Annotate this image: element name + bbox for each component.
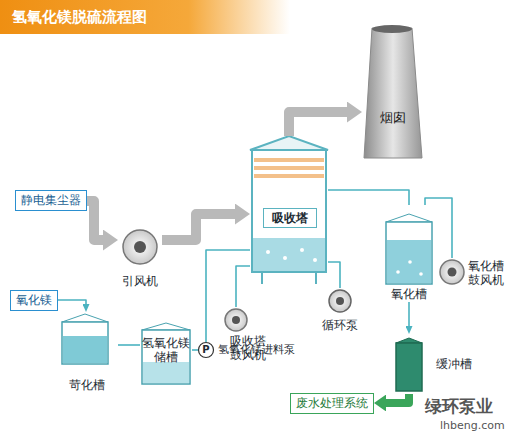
- packing: [254, 158, 324, 162]
- blower-hub: [232, 316, 240, 324]
- label-box: 静电集尘器: [15, 190, 87, 211]
- bubbles: [266, 248, 317, 262]
- connector: [289, 112, 347, 136]
- blower-node: 氧化槽 鼓风机: [440, 258, 512, 288]
- connector: [192, 349, 198, 351]
- node-text: P: [199, 343, 213, 357]
- connector: [58, 300, 86, 304]
- tank: [62, 322, 108, 364]
- fan-hub: [134, 241, 146, 253]
- blower-node: 吸收塔 鼓风机: [216, 307, 280, 373]
- tower-roof: [250, 136, 328, 150]
- node-text: 烟囱: [362, 111, 424, 125]
- connector: [87, 201, 103, 240]
- pump-hub: [336, 297, 344, 305]
- tank-liquid: [143, 362, 189, 383]
- tank-roof: [62, 314, 108, 322]
- tank-node: 氧化槽: [378, 205, 440, 302]
- node-text: 吸收塔 鼓风机: [228, 334, 268, 362]
- chimney-node: 烟囱: [362, 25, 424, 160]
- tower-leg: [315, 272, 317, 284]
- tank-liquid: [63, 336, 107, 363]
- tank-node: 氢氧化镁 储槽: [140, 322, 192, 386]
- title-banner: 氢氧化镁脱硫流程图: [0, 0, 290, 34]
- tower-liquid: [253, 238, 325, 271]
- blower: [225, 309, 247, 331]
- chimney-top: [372, 25, 412, 33]
- connector: [425, 198, 452, 258]
- tank-roof: [142, 323, 190, 330]
- node-text: 氧化槽 鼓风机: [466, 259, 506, 287]
- node-text: 氧化槽: [378, 287, 440, 301]
- absorber-tower: 吸收塔: [250, 136, 328, 275]
- pump-symbol: [199, 343, 214, 358]
- node-text: 静电集尘器: [21, 193, 81, 208]
- tower-body: [252, 150, 326, 272]
- node-text: 氢氧化镁 储槽: [140, 336, 192, 364]
- connector: [206, 250, 250, 342]
- node-text: 引风机: [118, 274, 162, 288]
- tank: [396, 343, 422, 391]
- tank: [386, 222, 432, 284]
- node-text: 缓冲槽: [436, 357, 472, 371]
- tank-liquid: [387, 240, 431, 283]
- connector: [236, 266, 250, 307]
- watermark: 绿环泵业: [425, 396, 493, 416]
- bubbles: [396, 260, 423, 276]
- node-text: 废水处理系统: [296, 396, 368, 411]
- connector: [408, 302, 410, 326]
- blower-hub: [448, 268, 457, 277]
- node-text: 吸收塔: [263, 208, 317, 228]
- connector: [328, 190, 409, 205]
- connector: [162, 214, 235, 240]
- label-box: 氧化镁: [10, 290, 58, 311]
- pump: [329, 290, 351, 312]
- title-text: 氢氧化镁脱硫流程图: [0, 0, 290, 26]
- node-text: 循环泵: [318, 318, 362, 332]
- node-text: 苛化槽: [56, 378, 118, 392]
- fan: [123, 230, 157, 264]
- tank-roof: [386, 214, 432, 222]
- watermark: lhbeng.com: [440, 419, 505, 433]
- node-text: 氧化镁: [16, 293, 52, 308]
- connector: [386, 394, 409, 403]
- tank-node: 缓冲槽: [392, 334, 478, 394]
- packing: [254, 174, 324, 178]
- pump-node: 循环泵: [318, 288, 362, 336]
- tank-node: 苛化槽: [56, 312, 118, 394]
- connector: [328, 262, 340, 288]
- tower-leg: [261, 272, 263, 284]
- chimney: [364, 28, 422, 158]
- packing: [254, 166, 324, 170]
- fan-node: 引风机: [118, 228, 162, 290]
- blower: [440, 260, 464, 284]
- connector: [118, 344, 140, 346]
- label-box: 废水处理系统: [290, 393, 374, 414]
